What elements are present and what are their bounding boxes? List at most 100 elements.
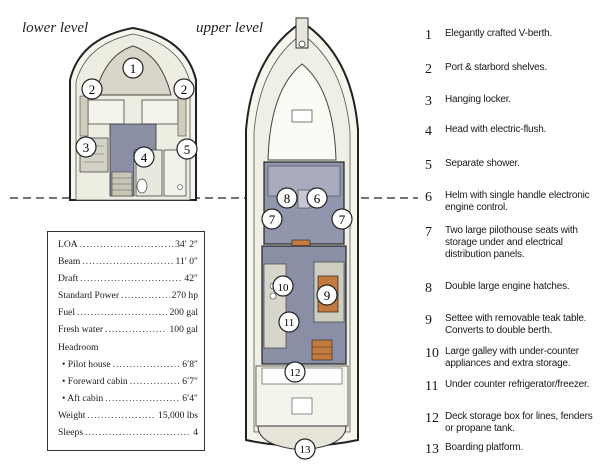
callout-10-text: 10 <box>278 282 290 294</box>
callout-9-text: 9 <box>324 288 331 303</box>
callout-5-text: 5 <box>184 142 191 157</box>
legend-item-1: 1 Elegantly crafted V-berth. <box>425 28 603 44</box>
callout-2-text: 2 <box>89 82 96 97</box>
legend-number: 7 <box>425 225 432 240</box>
legend-text: Elegantly crafted V-berth. <box>445 28 553 39</box>
spec-row: Fresh water 100 gal <box>58 321 198 338</box>
spec-label: Beam <box>58 256 81 268</box>
legend-item-2: 2 Port & starbord shelves. <box>425 62 603 78</box>
legend-number: 8 <box>425 281 432 296</box>
headroom-heading: Headroom <box>58 341 99 353</box>
legend-number: 4 <box>425 124 432 139</box>
legend-item-13: 13 Boarding platform. <box>425 442 603 458</box>
spec-value: 6′4″ <box>182 392 198 404</box>
callout-3-text: 3 <box>83 140 90 155</box>
upper-level-plan <box>245 17 359 451</box>
legend-number: 12 <box>425 411 439 426</box>
legend-number: 3 <box>425 94 432 109</box>
spec-row: Sleeps 4 <box>58 424 198 441</box>
spec-label: LOA <box>58 239 78 250</box>
callout-6: 6 <box>306 187 328 209</box>
callout-1: 1 <box>122 57 144 79</box>
spec-value: 4 <box>193 427 198 439</box>
spec-label: Fresh water <box>58 324 104 336</box>
callout-5: 5 <box>176 138 198 160</box>
spec-row: LOA 34′ 2″ <box>58 236 198 253</box>
callout-2-starboard: 2 <box>173 78 195 100</box>
legend-item-12: 12 Deck storage box for lines, fenders or… <box>425 411 603 435</box>
legend-number: 13 <box>425 442 439 457</box>
upper-level-label: upper level <box>196 20 264 36</box>
callout-markers: 1 2 2 3 4 5 8 6 7 7 10 9 11 12 13 <box>75 57 353 460</box>
spec-label: • Pilot house <box>62 358 111 370</box>
spec-value: 11′ 0″ <box>175 256 198 268</box>
legend-item-6: 6 Helm with single handle electronic engi… <box>425 190 603 214</box>
callout-2-port: 2 <box>81 78 103 100</box>
legend-text: Helm with single handle electronic engin… <box>445 190 590 213</box>
callout-8: 8 <box>276 187 298 209</box>
callout-13-text: 13 <box>300 444 312 456</box>
callout-10: 10 <box>272 275 294 297</box>
callout-4: 4 <box>133 146 155 168</box>
spec-label: Fuel <box>58 307 76 319</box>
legend-number: 9 <box>425 313 432 328</box>
callout-11-text: 11 <box>284 317 295 329</box>
callout-12-text: 12 <box>290 367 301 379</box>
callout-7-port: 7 <box>261 208 283 230</box>
legend-number: 6 <box>425 190 432 205</box>
legend-text: Port & starbord shelves. <box>445 62 547 73</box>
legend-text: Settee with removable teak table. Conver… <box>445 313 587 336</box>
lower-level-plan <box>69 26 197 201</box>
callout-2-text: 2 <box>181 82 188 97</box>
spec-row: Beam 11′ 0″ <box>58 253 198 270</box>
callout-13: 13 <box>294 438 316 460</box>
spec-label: Sleeps <box>58 427 84 439</box>
callout-7-text: 7 <box>339 212 346 227</box>
legend-item-11: 11 Under counter refrigerator/freezer. <box>425 379 603 395</box>
legend-number: 1 <box>425 28 432 43</box>
legend-number: 2 <box>425 62 432 77</box>
spec-value: 6′8″ <box>182 358 198 370</box>
specifications-panel: LOA 34′ 2″ Beam 11′ 0″ Draft 42″ Standard P… <box>47 231 205 451</box>
legend-item-7: 7 Two large pilothouse seats with storage… <box>425 225 603 261</box>
spec-value: 42″ <box>184 273 198 285</box>
callout-6-text: 6 <box>314 191 321 206</box>
callout-8-text: 8 <box>284 191 291 206</box>
callout-11: 11 <box>278 311 300 333</box>
spec-value: 100 gal <box>169 324 198 336</box>
spec-label: Weight <box>58 409 86 421</box>
spec-value: 200 gal <box>169 307 198 319</box>
spec-value: 6′7″ <box>182 375 198 387</box>
legend-number: 10 <box>425 346 439 361</box>
legend-text: Separate shower. <box>445 158 520 169</box>
legend-item-10: 10 Large galley with under-counter applia… <box>425 346 603 370</box>
legend-number: 11 <box>425 379 439 394</box>
legend-text: Head with electric-flush. <box>445 124 547 135</box>
spec-row: Standard Power270 hp <box>58 287 198 304</box>
spec-label: • Aft cabin <box>62 392 104 404</box>
legend-text: Double large engine hatches. <box>445 281 570 292</box>
spec-value: 15,000 lbs <box>158 409 198 421</box>
legend-item-5: 5 Separate shower. <box>425 158 603 174</box>
legend-text: Boarding platform. <box>445 442 524 453</box>
spec-label: Draft <box>58 273 79 285</box>
legend-item-9: 9 Settee with removable teak table. Conve… <box>425 313 603 337</box>
legend-text: Deck storage box for lines, fenders or p… <box>445 411 593 434</box>
spec-row: Draft 42″ <box>58 270 198 287</box>
spec-row: Fuel 200 gal <box>58 304 198 321</box>
callout-4-text: 4 <box>141 150 148 165</box>
spec-value: 34′ 2″ <box>175 239 198 250</box>
callout-9: 9 <box>316 284 338 306</box>
legend-item-8: 8 Double large engine hatches. <box>425 281 603 297</box>
legend-text: Large galley with under-counter applianc… <box>445 346 579 369</box>
legend-number: 5 <box>425 158 432 173</box>
spec-label: • Foreward cabin <box>62 375 128 387</box>
legend-item-4: 4 Head with electric-flush. <box>425 124 603 140</box>
legend-text: Under counter refrigerator/freezer. <box>445 379 590 390</box>
spec-label: Standard Power <box>58 290 120 302</box>
lower-level-label: lower level <box>22 20 89 36</box>
legend-text: Two large pilothouse seats with storage … <box>445 225 578 260</box>
callout-3: 3 <box>75 136 97 158</box>
spec-row: Weight 15,000 lbs <box>58 407 198 424</box>
